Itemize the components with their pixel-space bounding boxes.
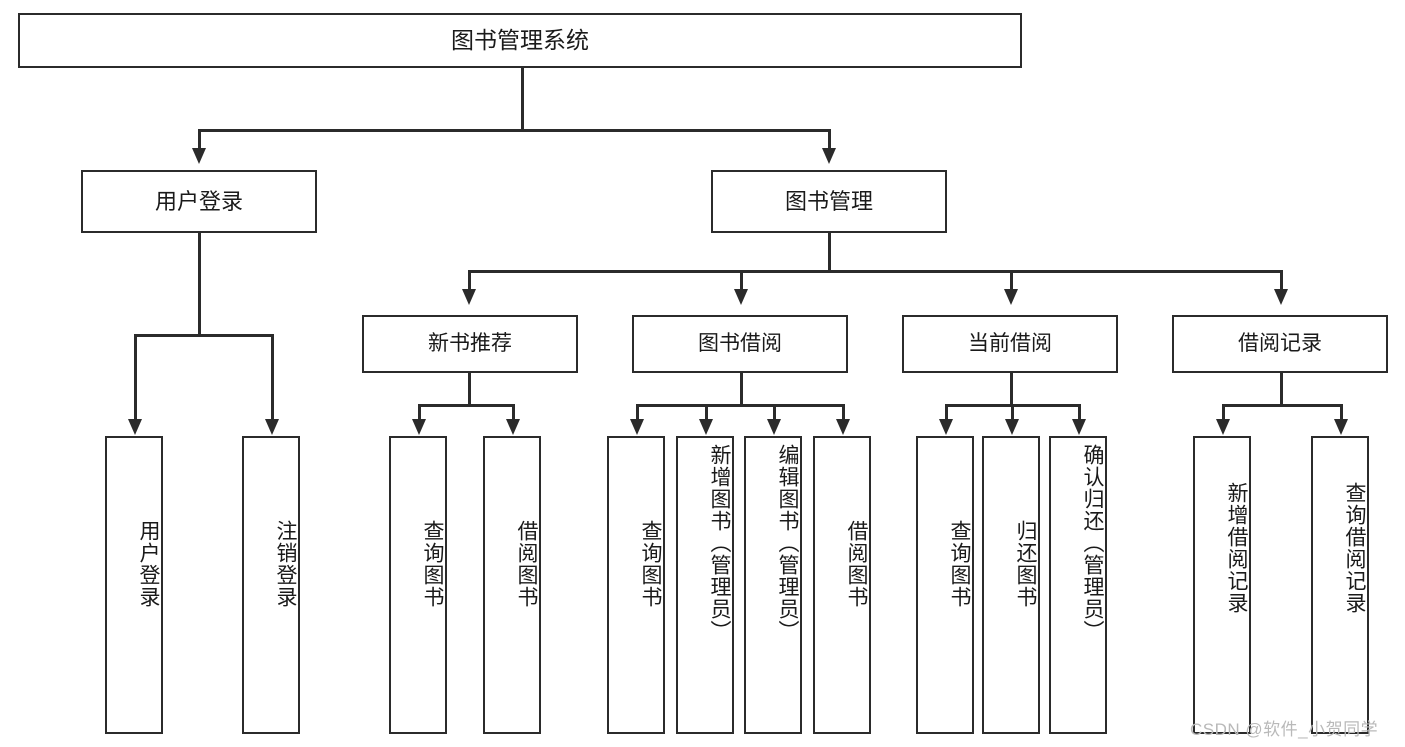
arrow-to-user-login [192,148,206,164]
arrow-book-borrow-leaf2 [699,419,713,435]
edge-to-borrow-record [1280,270,1283,290]
leaf-current-borrow-query[interactable]: 查询图书 [916,436,974,734]
leaf-book-borrow-add[interactable]: 新增图书（管理员） [676,436,734,734]
arrow-to-current-borrow [1004,289,1018,305]
edge-new-book-down [468,373,471,405]
node-label: 借阅记录 [1238,331,1322,355]
edge-to-book-borrow [740,270,743,290]
node-book-borrow[interactable]: 图书借阅 [632,315,848,373]
leaf-user-login-login[interactable]: 用户登录 [105,436,163,734]
node-label: 图书管理 [784,188,873,214]
arrow-to-book-manage [822,148,836,164]
node-label: 用户登录 [154,188,243,214]
edge-borrow-record-leaf1 [1222,404,1225,422]
node-borrow-record[interactable]: 借阅记录 [1172,315,1388,373]
arrow-borrow-record-leaf1 [1216,419,1230,435]
edge-new-book-leaf2 [512,404,515,422]
edge-root-bus [198,129,830,132]
edge-user-login-leaf2 [271,334,274,420]
edge-level3-bus [468,270,1282,273]
node-user-login[interactable]: 用户登录 [81,170,317,233]
arrow-current-borrow-leaf2 [1005,419,1019,435]
arrow-new-book-leaf1 [412,419,426,435]
arrow-to-new-book [462,289,476,305]
edge-root-to-user-login [198,129,201,149]
edge-borrow-record-leaf2 [1340,404,1343,422]
leaf-label: 新增借阅记录 [1225,482,1248,614]
arrow-current-borrow-leaf3 [1072,419,1086,435]
edge-borrow-record-down [1280,373,1283,405]
csdn-watermark: CSDN @软件_小贺同学 [1190,720,1379,739]
edge-root-down [521,68,524,130]
node-new-book-recommend[interactable]: 新书推荐 [362,315,578,373]
leaf-label: 用户登录 [137,520,160,608]
node-label: 当前借阅 [968,331,1052,355]
leaf-current-borrow-confirm[interactable]: 确认归还（管理员） [1049,436,1107,734]
leaf-label: 新增图书（管理员） [708,444,731,642]
leaf-current-borrow-return[interactable]: 归还图书 [982,436,1040,734]
leaf-label: 查询借阅记录 [1343,482,1366,614]
node-current-borrow[interactable]: 当前借阅 [902,315,1118,373]
leaf-label: 注销登录 [274,520,297,608]
leaf-new-book-query[interactable]: 查询图书 [389,436,447,734]
edge-new-book-bus [418,404,512,407]
edge-book-borrow-leaf3 [773,404,776,422]
edge-to-current-borrow [1010,270,1013,290]
node-label: 新书推荐 [428,331,512,355]
leaf-user-login-logout[interactable]: 注销登录 [242,436,300,734]
leaf-label: 查询图书 [639,520,662,608]
leaf-label: 归还图书 [1014,520,1037,608]
arrow-borrow-record-leaf2 [1334,419,1348,435]
leaf-new-book-borrow[interactable]: 借阅图书 [483,436,541,734]
arrow-current-borrow-leaf1 [939,419,953,435]
node-label: 图书管理系统 [451,27,589,54]
edge-book-borrow-bus [636,404,844,407]
leaf-borrow-record-add[interactable]: 新增借阅记录 [1193,436,1251,734]
arrow-to-book-borrow [734,289,748,305]
leaf-label: 查询图书 [948,520,971,608]
edge-book-borrow-leaf4 [842,404,845,422]
arrow-book-borrow-leaf4 [836,419,850,435]
leaf-label: 编辑图书（管理员） [776,444,799,642]
edge-user-login-bus [134,334,271,337]
edge-book-borrow-leaf2 [705,404,708,422]
leaf-book-borrow-query[interactable]: 查询图书 [607,436,665,734]
edge-book-borrow-down [740,373,743,405]
edge-user-login-leaf1 [134,334,137,420]
arrow-book-borrow-leaf1 [630,419,644,435]
node-label: 图书借阅 [698,331,782,355]
edge-current-borrow-leaf3 [1078,404,1081,422]
edge-current-borrow-leaf2 [1011,404,1014,422]
leaf-label: 借阅图书 [515,520,538,608]
arrow-new-book-leaf2 [506,419,520,435]
arrow-to-borrow-record [1274,289,1288,305]
edge-current-borrow-leaf1 [945,404,948,422]
edge-current-borrow-down [1010,373,1013,405]
node-root-system[interactable]: 图书管理系统 [18,13,1022,68]
edge-borrow-record-bus [1222,404,1340,407]
arrow-user-login-leaf2 [265,419,279,435]
arrow-user-login-leaf1 [128,419,142,435]
leaf-label: 确认归还（管理员） [1081,444,1104,642]
leaf-label: 借阅图书 [845,520,868,608]
edge-book-borrow-leaf1 [636,404,639,422]
leaf-book-borrow-edit[interactable]: 编辑图书（管理员） [744,436,802,734]
edge-root-to-book-manage [828,129,831,149]
leaf-book-borrow-borrow[interactable]: 借阅图书 [813,436,871,734]
leaf-label: 查询图书 [421,520,444,608]
edge-book-manage-down [828,233,831,271]
edge-user-login-down [198,233,201,335]
arrow-book-borrow-leaf3 [767,419,781,435]
edge-to-new-book [468,270,471,290]
node-book-manage[interactable]: 图书管理 [711,170,947,233]
leaf-borrow-record-query[interactable]: 查询借阅记录 [1311,436,1369,734]
edge-new-book-leaf1 [418,404,421,422]
